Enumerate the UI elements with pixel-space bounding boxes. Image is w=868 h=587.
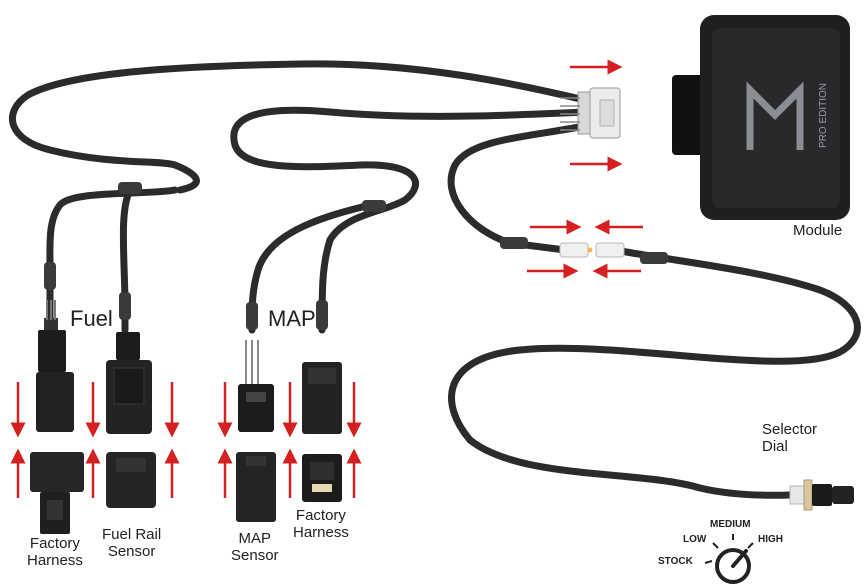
fuel-rail-sensor-label-line2: Sensor <box>107 543 156 561</box>
map-sensor-label-line2: Sensor <box>231 547 279 565</box>
cable-boots <box>44 182 668 330</box>
fuel-factory-harness-label-line2: Harness <box>27 552 83 570</box>
selector-dial <box>789 479 854 511</box>
selector-dial-label-line2: Dial <box>762 438 788 456</box>
map-right-top-connector <box>302 362 342 434</box>
fuel-label: Fuel <box>70 306 113 331</box>
dial-gauge-icon <box>704 534 754 584</box>
map-factory-harness-label: Factory Harness <box>293 507 349 542</box>
fuel-factory-harness-bottom-connector <box>30 452 84 534</box>
map-label: MAP <box>268 306 316 331</box>
fuel-factory-harness-label-line1: Factory <box>29 535 80 552</box>
fuel-factory-harness-label: Factory Harness <box>27 535 83 570</box>
selector-dial-label-line1: Selector <box>762 421 818 438</box>
map-left-top-connector <box>238 340 274 432</box>
module-plug <box>560 87 621 139</box>
extension-plugs <box>559 242 625 258</box>
fuel-rail-sensor-connector <box>106 452 156 508</box>
dial-setting-low: LOW <box>683 534 707 545</box>
fuel-rail-sensor-label-line1: Fuel Rail <box>102 526 162 543</box>
selector-dial-label: Selector Dial <box>762 421 817 456</box>
module-logo-icon <box>746 81 804 150</box>
cable-dial-lower <box>448 246 861 499</box>
map-sensor-connector <box>236 452 276 522</box>
fuel-rail-sensor-label: Fuel Rail Sensor <box>102 526 161 561</box>
cables <box>9 60 861 499</box>
module: PRO EDITION <box>672 15 850 220</box>
map-factory-harness-label-line1: Factory <box>295 507 346 524</box>
fuel-factory-harness-top-connector <box>36 300 74 432</box>
cable-map <box>230 106 589 244</box>
cable-dial-upper <box>447 122 589 254</box>
cable-fuel-split <box>46 186 179 274</box>
dial-setting-medium: MEDIUM <box>710 519 751 530</box>
module-edition-text: PRO EDITION <box>818 83 829 148</box>
fuel-rail-top-connector <box>106 332 152 434</box>
dial-setting-high: HIGH <box>758 534 783 545</box>
map-sensor-label: MAP Sensor <box>231 530 279 565</box>
cable-fuel-factory-harness <box>9 60 589 194</box>
cable-fuel-rail <box>119 186 134 304</box>
map-factory-harness-label-line2: Harness <box>293 524 349 542</box>
map-sensor-label-line1: MAP <box>238 530 272 547</box>
dial-setting-stock: STOCK <box>658 556 693 567</box>
module-label: Module <box>793 222 843 239</box>
map-factory-harness-bottom-connector <box>302 454 342 502</box>
flow-arrows <box>10 59 643 498</box>
